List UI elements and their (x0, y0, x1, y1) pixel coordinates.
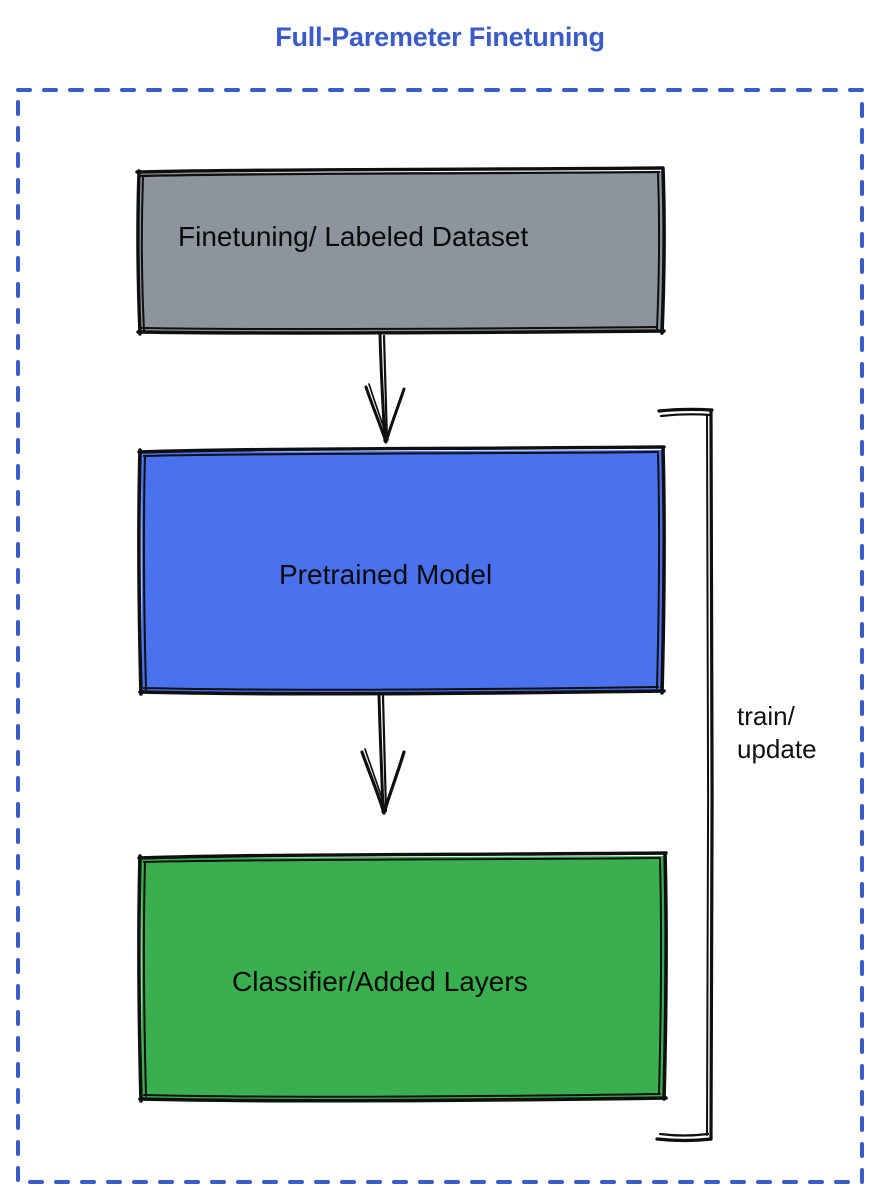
classifier-box-hit-area[interactable] (140, 855, 665, 1100)
edge-label-train-update: train/ update (737, 701, 817, 764)
edge-feedback-train-update (655, 407, 714, 1143)
node-classifier-label: Classifier/Added Layers (232, 966, 528, 997)
dataset-box-hit-area[interactable] (138, 170, 663, 332)
node-pretrained-model[interactable] (137, 445, 666, 696)
dashed-boundary (16, 88, 864, 1184)
pretrained-model-box-hit-area[interactable] (140, 450, 663, 693)
node-dataset-label: Finetuning/ Labeled Dataset (178, 221, 529, 252)
node-classifier[interactable] (137, 851, 668, 1103)
page-title: Full-Paremeter Finetuning (275, 22, 605, 52)
node-dataset[interactable] (135, 166, 666, 336)
node-pretrained-model-label: Pretrained Model (279, 559, 493, 590)
edge-model-to-classifier (360, 692, 406, 815)
edge-dataset-to-model (364, 332, 406, 444)
